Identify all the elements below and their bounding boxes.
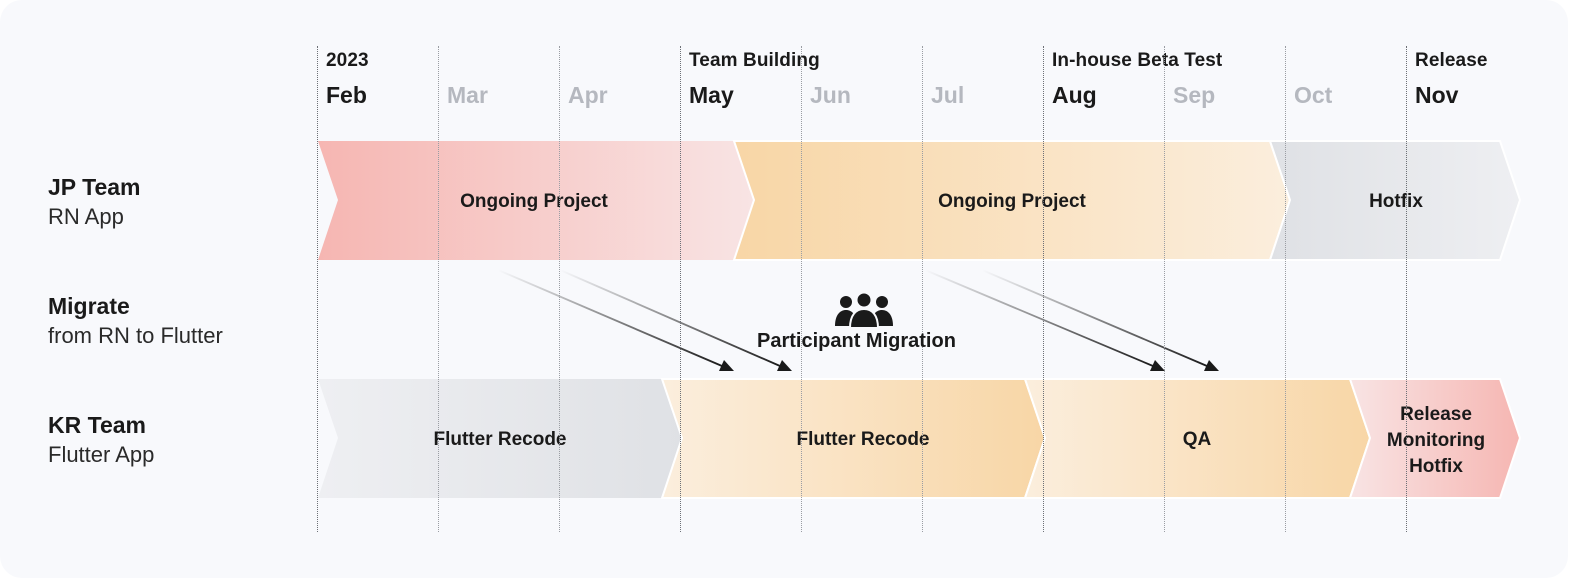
jp-phase-1-bar (318, 141, 754, 260)
month-jul: Jul (931, 82, 965, 108)
row-label-kr: KR Team Flutter App (48, 410, 154, 470)
kr-phase-4-label-line-3: Hotfix (1409, 456, 1463, 477)
month-apr: Apr (568, 82, 608, 108)
jp-phase-3-bar (1268, 140, 1522, 261)
month-feb: Feb (326, 82, 367, 108)
gridline-nov (1406, 46, 1407, 532)
migration-arrowhead-3 (1150, 360, 1165, 371)
kr-phase-2-label: Flutter Recode (796, 429, 929, 450)
event-team-building: Team Building (689, 50, 820, 71)
month-aug: Aug (1052, 82, 1097, 108)
event-release: Release (1415, 50, 1488, 71)
migration-arrowhead-2 (777, 360, 792, 371)
kr-phase-1-label: Flutter Recode (433, 429, 566, 450)
month-oct: Oct (1294, 82, 1333, 108)
row-subtitle-kr: Flutter App (48, 442, 155, 467)
kr-phase-4-bar (1348, 378, 1522, 499)
jp-phase-2-label: Ongoing Project (938, 191, 1086, 212)
migration-arrowhead-1 (719, 360, 734, 371)
row-label-jp: JP Team RN App (48, 172, 140, 232)
jp-phase-1-label: Ongoing Project (460, 191, 608, 212)
row-label-migrate: Migrate from RN to Flutter (48, 291, 223, 351)
gridline-may (680, 46, 681, 532)
gridline-apr (559, 46, 560, 532)
row-title-jp: JP Team (48, 174, 141, 200)
row-title-migrate: Migrate (48, 293, 130, 319)
kr-phase-1-bar (318, 379, 682, 498)
migration-arrowhead-4 (1204, 360, 1219, 371)
participant-migration-label: Participant Migration (757, 330, 956, 352)
kr-phase-4-label-line-1: Release (1400, 404, 1472, 425)
month-nov: Nov (1415, 82, 1459, 108)
kr-phase-3-label: QA (1183, 429, 1212, 450)
gridline-sep (1164, 46, 1165, 532)
month-mar: Mar (447, 82, 488, 108)
migration-arrow-3 (924, 269, 1154, 367)
month-sep: Sep (1173, 82, 1216, 108)
people-group-icon (835, 291, 893, 329)
row-title-kr: KR Team (48, 412, 146, 438)
jp-phase-3-label: Hotfix (1369, 191, 1423, 212)
migration-arrow-1 (497, 269, 723, 367)
year-label: 2023 (326, 50, 369, 71)
row-subtitle-jp: RN App (48, 204, 124, 229)
gridline-aug (1043, 46, 1044, 532)
row-subtitle-migrate: from RN to Flutter (48, 323, 223, 348)
gridline-jul (922, 46, 923, 532)
gridline-oct (1285, 46, 1286, 532)
gridline-jun (801, 46, 802, 532)
gridline-mar (438, 46, 439, 532)
month-jun: Jun (810, 82, 851, 108)
month-may: May (689, 82, 734, 108)
event-beta-test: In-house Beta Test (1052, 50, 1223, 71)
kr-phase-4-label-line-2: Monitoring (1387, 430, 1485, 451)
migration-arrows (497, 269, 1219, 371)
migration-arrow-2 (559, 269, 781, 367)
migration-arrow-4 (981, 269, 1208, 367)
gridline-feb (317, 46, 318, 532)
